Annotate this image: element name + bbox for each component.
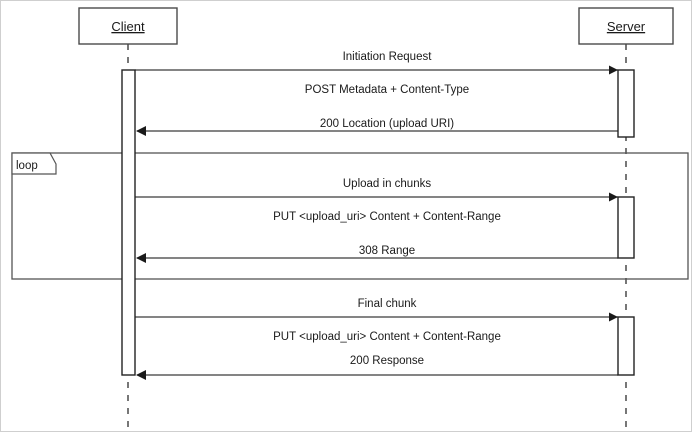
arrow-head-put-chunk bbox=[609, 192, 618, 202]
message-label-put-final-chunk: PUT <upload_uri> Content + Content-Range bbox=[273, 331, 501, 343]
message-label-initiation-request: Initiation Request bbox=[343, 51, 433, 63]
message-label-200-location: 200 Location (upload URI) bbox=[320, 118, 454, 130]
arrow-head-post-metadata bbox=[609, 65, 618, 75]
message-label-308-range: 308 Range bbox=[359, 245, 415, 257]
activation-bar-server-initiation bbox=[617, 69, 635, 138]
message-label-upload-in-chunks: Upload in chunks bbox=[343, 178, 431, 190]
message-label-put-chunk: PUT <upload_uri> Content + Content-Range bbox=[273, 211, 501, 223]
participant-client-label: Client bbox=[111, 19, 145, 34]
arrow-head-200-response bbox=[136, 370, 146, 380]
participant-server[interactable]: Server bbox=[578, 7, 674, 45]
loop-fragment-operator-label: loop bbox=[16, 160, 38, 172]
participant-server-box[interactable] bbox=[578, 7, 674, 45]
arrow-head-200-location bbox=[136, 126, 146, 136]
message-label-200-response: 200 Response bbox=[350, 355, 424, 367]
message-label-final-chunk: Final chunk bbox=[358, 298, 417, 310]
arrow-head-put-final-chunk bbox=[609, 312, 618, 322]
arrow-head-308-range bbox=[136, 253, 146, 263]
activation-bar-server-chunk bbox=[617, 196, 635, 259]
participant-client[interactable]: Client bbox=[78, 7, 178, 45]
activation-bar-client bbox=[121, 69, 136, 376]
participant-client-box[interactable] bbox=[78, 7, 178, 45]
loop-fragment-border bbox=[11, 152, 689, 280]
activation-bar-server-final bbox=[617, 316, 635, 376]
loop-fragment-tag-shape bbox=[11, 152, 57, 175]
loop-fragment: loop bbox=[11, 152, 689, 280]
message-label-post-metadata: POST Metadata + Content-Type bbox=[305, 84, 469, 96]
participant-server-label: Server bbox=[607, 19, 646, 34]
